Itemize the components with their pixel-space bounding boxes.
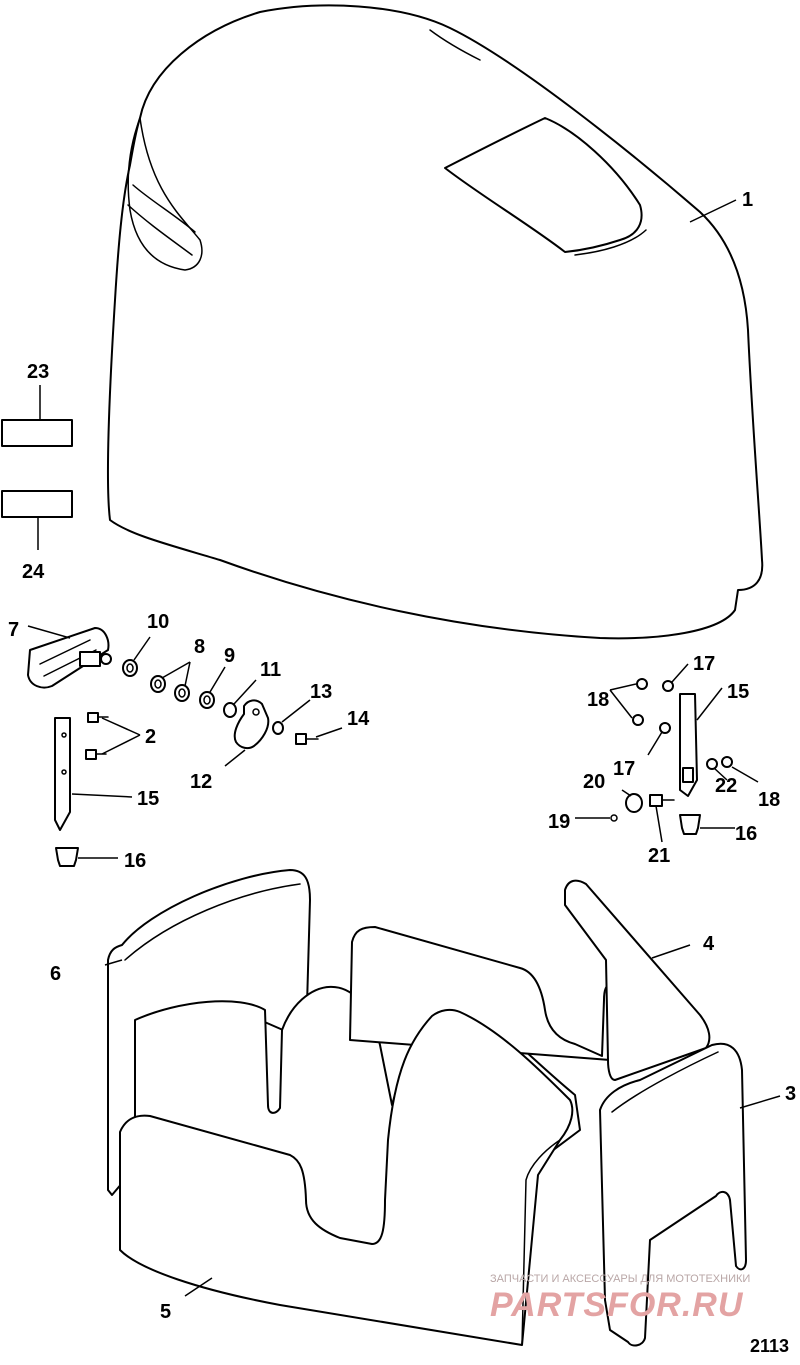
figure-id: 2113: [750, 1336, 789, 1356]
callout-9: 9: [224, 645, 235, 667]
grommet-right: [679, 814, 701, 835]
callout-16-right: 16: [735, 823, 757, 845]
callout-18-right: 18: [758, 789, 780, 811]
callout-13: 13: [310, 681, 332, 703]
grommet-left: [55, 847, 79, 867]
callout-2: 2: [145, 726, 156, 748]
seal-3: [599, 1042, 747, 1347]
latch-hook: [233, 699, 319, 750]
callout-3: 3: [785, 1083, 796, 1105]
callout-8: 8: [194, 636, 205, 658]
watermark-tagline: ЗАПЧАСТИ И АКСЕССУАРЫ ДЛЯ МОТОТЕХНИКИ: [490, 1273, 750, 1285]
callout-24: 24: [22, 561, 45, 583]
callout-11: 11: [260, 659, 281, 681]
callout-15-left: 15: [137, 788, 159, 810]
screws: [85, 712, 109, 760]
latch-bracket-left: [54, 717, 71, 831]
callout-1: 1: [742, 189, 753, 211]
callout-22: 22: [715, 775, 737, 797]
callout-21: 21: [648, 845, 670, 867]
watermark-logo: PARTSFOR.RU: [490, 1286, 744, 1324]
callout-20: 20: [583, 771, 605, 793]
callout-labels: 1 2 3 4 5 6 7 8 9 10 11 12 13 14 15 15 1…: [8, 189, 796, 1323]
callout-18-left: 18: [587, 689, 609, 711]
decal-23: [1, 419, 73, 447]
watermark: ЗАПЧАСТИ И АКСЕССУАРЫ ДЛЯ МОТОТЕХНИКИ PA…: [490, 1273, 750, 1324]
callout-14: 14: [347, 708, 370, 730]
callout-7: 7: [8, 619, 19, 641]
top-cowl: [106, 4, 764, 640]
decal-24: [1, 490, 73, 518]
washers-left: [122, 659, 237, 718]
callout-12: 12: [190, 771, 212, 793]
callout-19: 19: [548, 811, 570, 833]
callout-16-left: 16: [124, 850, 146, 872]
seal-5: [119, 1008, 574, 1346]
hardware-right: [610, 678, 733, 835]
latch-handle: [27, 627, 112, 689]
callout-23: 23: [27, 361, 49, 383]
callout-17-top: 17: [693, 653, 715, 675]
callout-15-right: 15: [727, 681, 749, 703]
callout-17-mid: 17: [613, 758, 635, 780]
callout-6: 6: [50, 963, 61, 985]
callout-4: 4: [703, 933, 715, 955]
callout-5: 5: [160, 1301, 171, 1323]
seal-4: [564, 879, 711, 1081]
leader-lines: [27, 199, 781, 1297]
callout-10: 10: [147, 611, 169, 633]
